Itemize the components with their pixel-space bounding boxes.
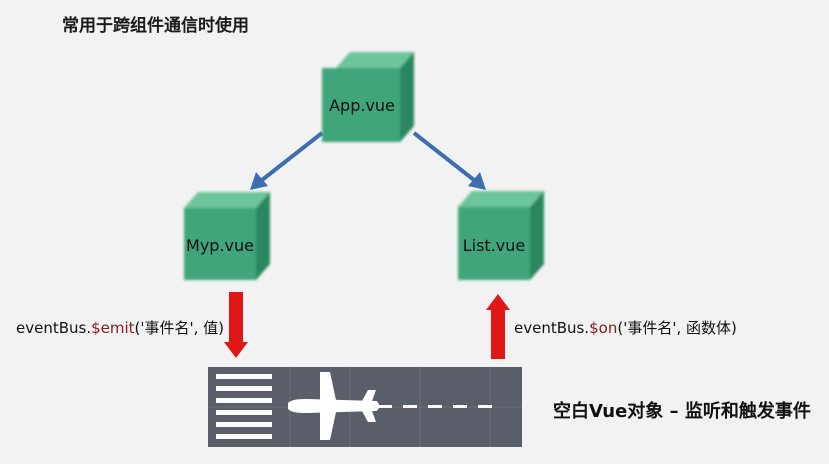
airplane-icon [288, 372, 379, 440]
on-arrow-up [486, 294, 510, 359]
emit-prefix: eventBus. [16, 319, 92, 337]
on-keyword: $on [589, 319, 618, 337]
arrow-app-to-myp [250, 131, 324, 190]
myp-vue-label: Myp.vue [186, 236, 254, 255]
on-suffix: ('事件名', 函数体) [617, 319, 737, 337]
emit-call-label: eventBus.$emit('事件名', 值) [16, 317, 224, 338]
app-vue-label: App.vue [329, 96, 395, 115]
page-title: 常用于跨组件通信时使用 [62, 16, 249, 36]
on-prefix: eventBus. [514, 319, 590, 337]
emit-keyword: $emit [91, 319, 135, 337]
emit-suffix: ('事件名', 值) [134, 319, 225, 337]
runway-threshold-stripes [216, 374, 272, 439]
list-vue-label: List.vue [463, 236, 526, 255]
arrow-app-to-list [412, 131, 486, 190]
list-vue-cube: List.vue [458, 191, 544, 280]
app-vue-cube: App.vue [322, 52, 414, 142]
emit-arrow-down [224, 292, 248, 358]
event-bus-caption: 空白Vue对象 – 监听和触发事件 [553, 401, 811, 422]
myp-vue-cube: Myp.vue [184, 192, 270, 280]
on-call-label: eventBus.$on('事件名', 函数体) [514, 317, 737, 338]
runway-centerline [378, 405, 492, 408]
runway [208, 367, 522, 447]
